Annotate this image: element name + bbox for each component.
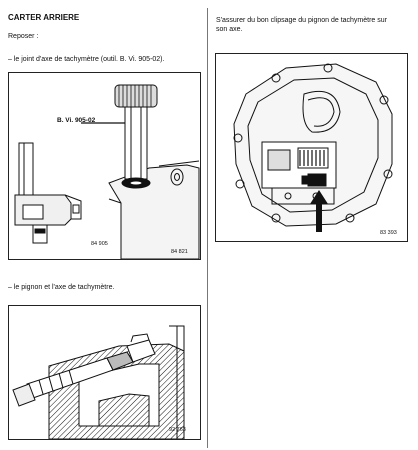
figure-code-92763: 92 763 <box>169 427 186 433</box>
column-divider <box>207 8 208 448</box>
instruction-joint: – le joint d'axe de tachymètre (outil. B… <box>8 56 165 63</box>
tool-reference-label: B. Vi. 905-02 <box>57 117 96 124</box>
figure-pinion-section-drawing <box>12 325 185 439</box>
instruction-clip-line1: S'assurer du bon clipsage du pignon de t… <box>216 17 387 24</box>
instruction-pinion: – le pignon et l'axe de tachymètre. <box>8 284 115 291</box>
figure-pinion-axle-section: 92 763 <box>8 305 201 440</box>
section-title: CARTER ARRIERE <box>8 13 80 22</box>
figure-clip-check: 83 393 <box>215 53 408 242</box>
figure-clip-check-drawing <box>233 63 393 232</box>
subtitle: Reposer : <box>8 33 39 40</box>
figure-tachometer-seal-drawing <box>14 84 200 259</box>
instruction-clip-line2: son axe. <box>216 26 243 33</box>
figure-code-84821: 84 821 <box>171 249 188 255</box>
figure-code-84905: 84 905 <box>91 241 108 247</box>
figure-tachometer-seal-tool: B. Vi. 905-02 84 905 84 821 <box>8 72 201 260</box>
figure-code-83393: 83 393 <box>380 230 397 236</box>
